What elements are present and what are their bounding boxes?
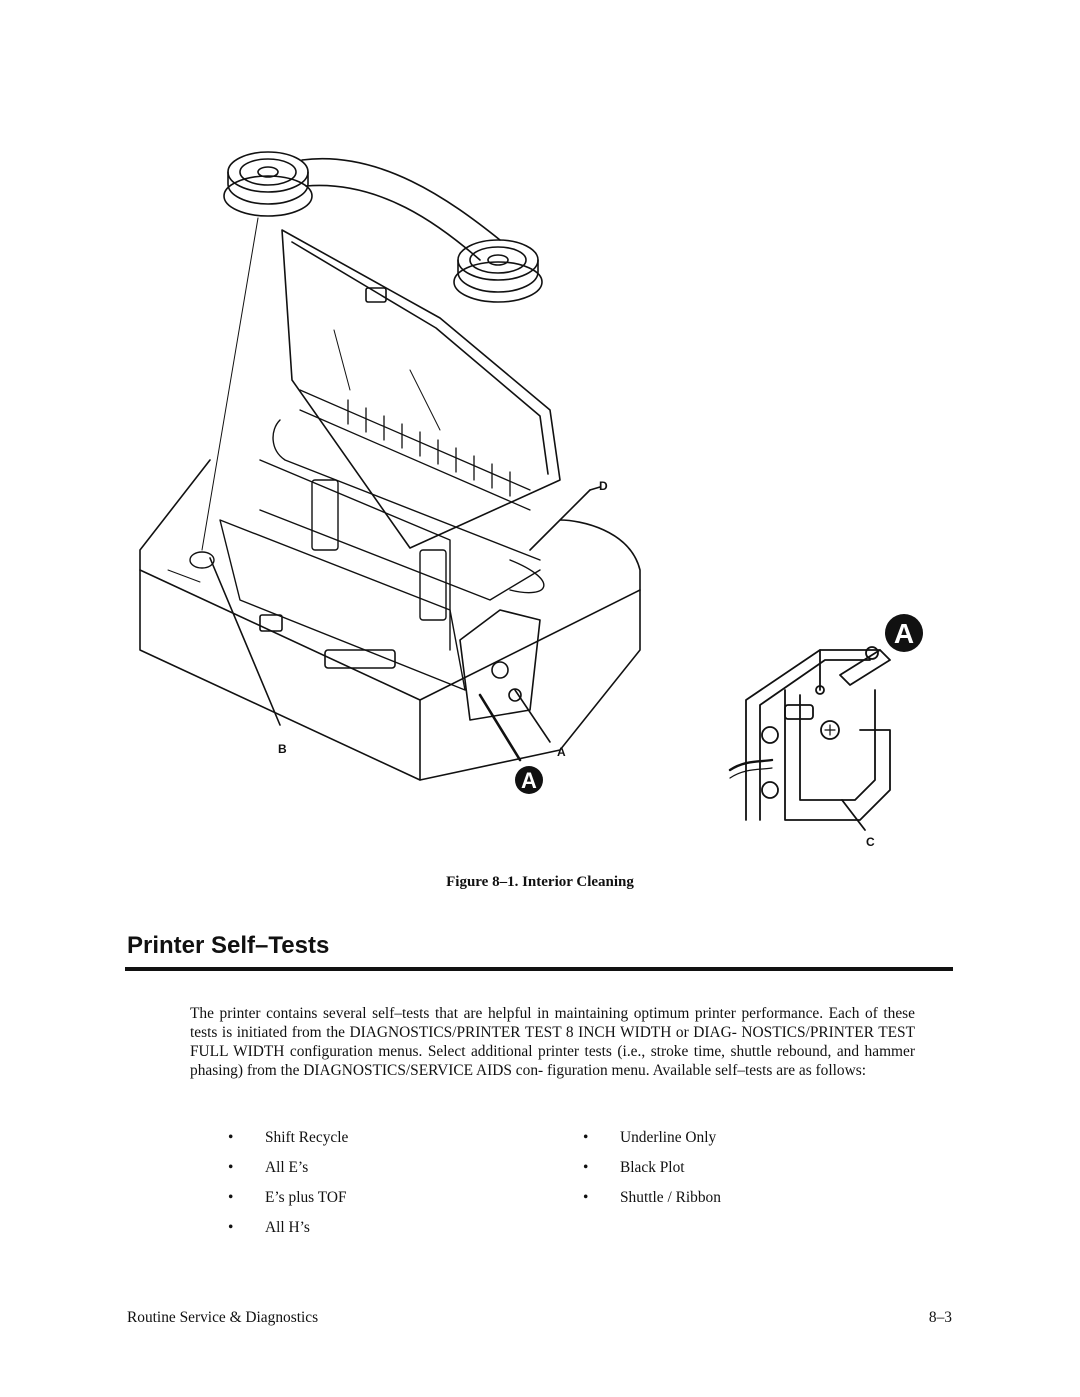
callout-a-badge-left: A: [515, 766, 543, 794]
figure-caption: Figure 8–1. Interior Cleaning: [446, 874, 634, 890]
printer-lid: [281, 229, 561, 549]
list-item: •Shift Recycle: [228, 1127, 348, 1157]
printer-mechanism: [189, 419, 545, 691]
bullet-icon: •: [228, 1219, 234, 1236]
bullet-icon: •: [228, 1159, 234, 1176]
list-item: •All H’s: [228, 1217, 348, 1247]
bullet-icon: •: [228, 1129, 234, 1146]
callout-b: B: [278, 742, 287, 756]
list-item: •Shuttle / Ribbon: [583, 1187, 721, 1217]
list-item: •E’s plus TOF: [228, 1187, 348, 1217]
page-number: 8–3: [928, 1309, 952, 1326]
ribbon-band-top: [301, 158, 501, 241]
ribbon-spool-right: [453, 239, 543, 303]
bullet-icon: •: [583, 1159, 589, 1176]
interior-cleaning-figure: D B A A C A: [120, 130, 960, 855]
leader-a-big: [478, 693, 522, 762]
ribbon-spool-left: [223, 151, 313, 217]
list-item: •All E’s: [228, 1157, 348, 1187]
heading-rule: [125, 967, 953, 971]
self-test-list-left: •Shift Recycle •All E’s •E’s plus TOF •A…: [228, 1127, 348, 1247]
leader-c: [841, 799, 866, 831]
svg-text:A: A: [894, 618, 914, 649]
spool-leader-line: [201, 217, 259, 551]
bullet-icon: •: [583, 1189, 589, 1206]
section-paragraph: The printer contains several self–tests …: [190, 1005, 915, 1079]
printer-base: [139, 459, 641, 781]
self-test-list-right: •Underline Only •Black Plot •Shuttle / R…: [583, 1127, 721, 1217]
ribbon-band-bottom: [305, 184, 481, 261]
bullet-icon: •: [583, 1129, 589, 1146]
bullet-icon: •: [228, 1189, 234, 1206]
section-heading: Printer Self–Tests: [127, 932, 330, 959]
callout-d: D: [599, 479, 608, 493]
callout-c: C: [866, 835, 875, 849]
svg-text:A: A: [521, 768, 537, 793]
leader-b: [209, 557, 281, 726]
paper-guide-comb: [299, 389, 531, 511]
printer-illustration: D B A A C A: [139, 151, 923, 849]
leader-a: [514, 689, 551, 743]
callout-a: A: [557, 745, 566, 759]
list-item: •Black Plot: [583, 1157, 721, 1187]
callout-a-badge-right: A: [885, 614, 923, 652]
list-item: •Underline Only: [583, 1127, 721, 1157]
leader-d: [529, 489, 591, 551]
footer-title: Routine Service & Diagnostics: [127, 1309, 319, 1326]
detail-bracket: [728, 646, 891, 831]
